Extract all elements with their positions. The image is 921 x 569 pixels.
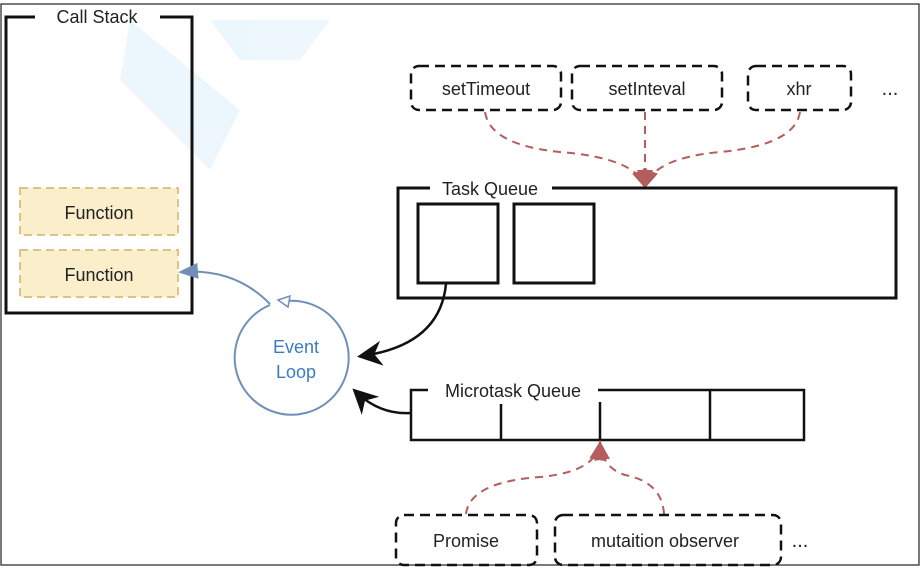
svg-text:xhr: xhr — [786, 79, 811, 99]
source-promise: Promise — [394, 513, 539, 567]
task-slot — [512, 202, 596, 285]
source-mutation-observer: mutaition observer — [553, 513, 783, 567]
call-stack: Call Stack Function Function — [4, 7, 194, 315]
loop-arrowhead-icon — [276, 294, 291, 309]
task-slot — [416, 202, 500, 285]
svg-text:mutaition observer: mutaition observer — [591, 531, 739, 551]
source-to-task-queue-arrows — [484, 111, 801, 190]
event-loop-label-line2: Loop — [276, 362, 316, 382]
web-api-more: ... — [882, 78, 899, 100]
web-api-settimeout: setTimeout — [409, 64, 563, 112]
task-queue: Task Queue — [396, 179, 898, 300]
image-frame — [0, 3, 920, 566]
source-to-microtask-arrows — [465, 440, 665, 515]
stack-frame: Function — [19, 249, 179, 298]
task-queue-title: Task Queue — [442, 179, 538, 199]
microtask-sources: Promise mutaition observer ... — [394, 513, 809, 567]
web-api-sources: setTimeout setInteval xhr ... — [409, 64, 899, 112]
event-loop: Event Loop — [233, 294, 350, 416]
web-api-xhr: xhr — [746, 64, 853, 112]
microtask-to-loop-arrow — [352, 388, 412, 415]
stack-frame-label: Function — [64, 265, 133, 285]
task-queue-to-loop-arrow — [357, 283, 448, 366]
svg-text:setTimeout: setTimeout — [442, 79, 530, 99]
svg-text:Promise: Promise — [433, 531, 499, 551]
event-loop-label-line1: Event — [273, 337, 319, 357]
web-api-setinterval: setInteval — [570, 64, 724, 112]
call-stack-title: Call Stack — [56, 7, 138, 27]
watermark-logo — [120, 20, 330, 170]
stack-frame-label: Function — [64, 203, 133, 223]
loop-to-call-stack-arrow — [178, 262, 271, 305]
micro-sources-more: ... — [792, 530, 809, 552]
svg-text:setInteval: setInteval — [608, 79, 685, 99]
stack-frame: Function — [19, 187, 179, 236]
microtask-queue-title: Microtask Queue — [445, 381, 581, 401]
microtask-queue: Microtask Queue — [409, 381, 806, 442]
